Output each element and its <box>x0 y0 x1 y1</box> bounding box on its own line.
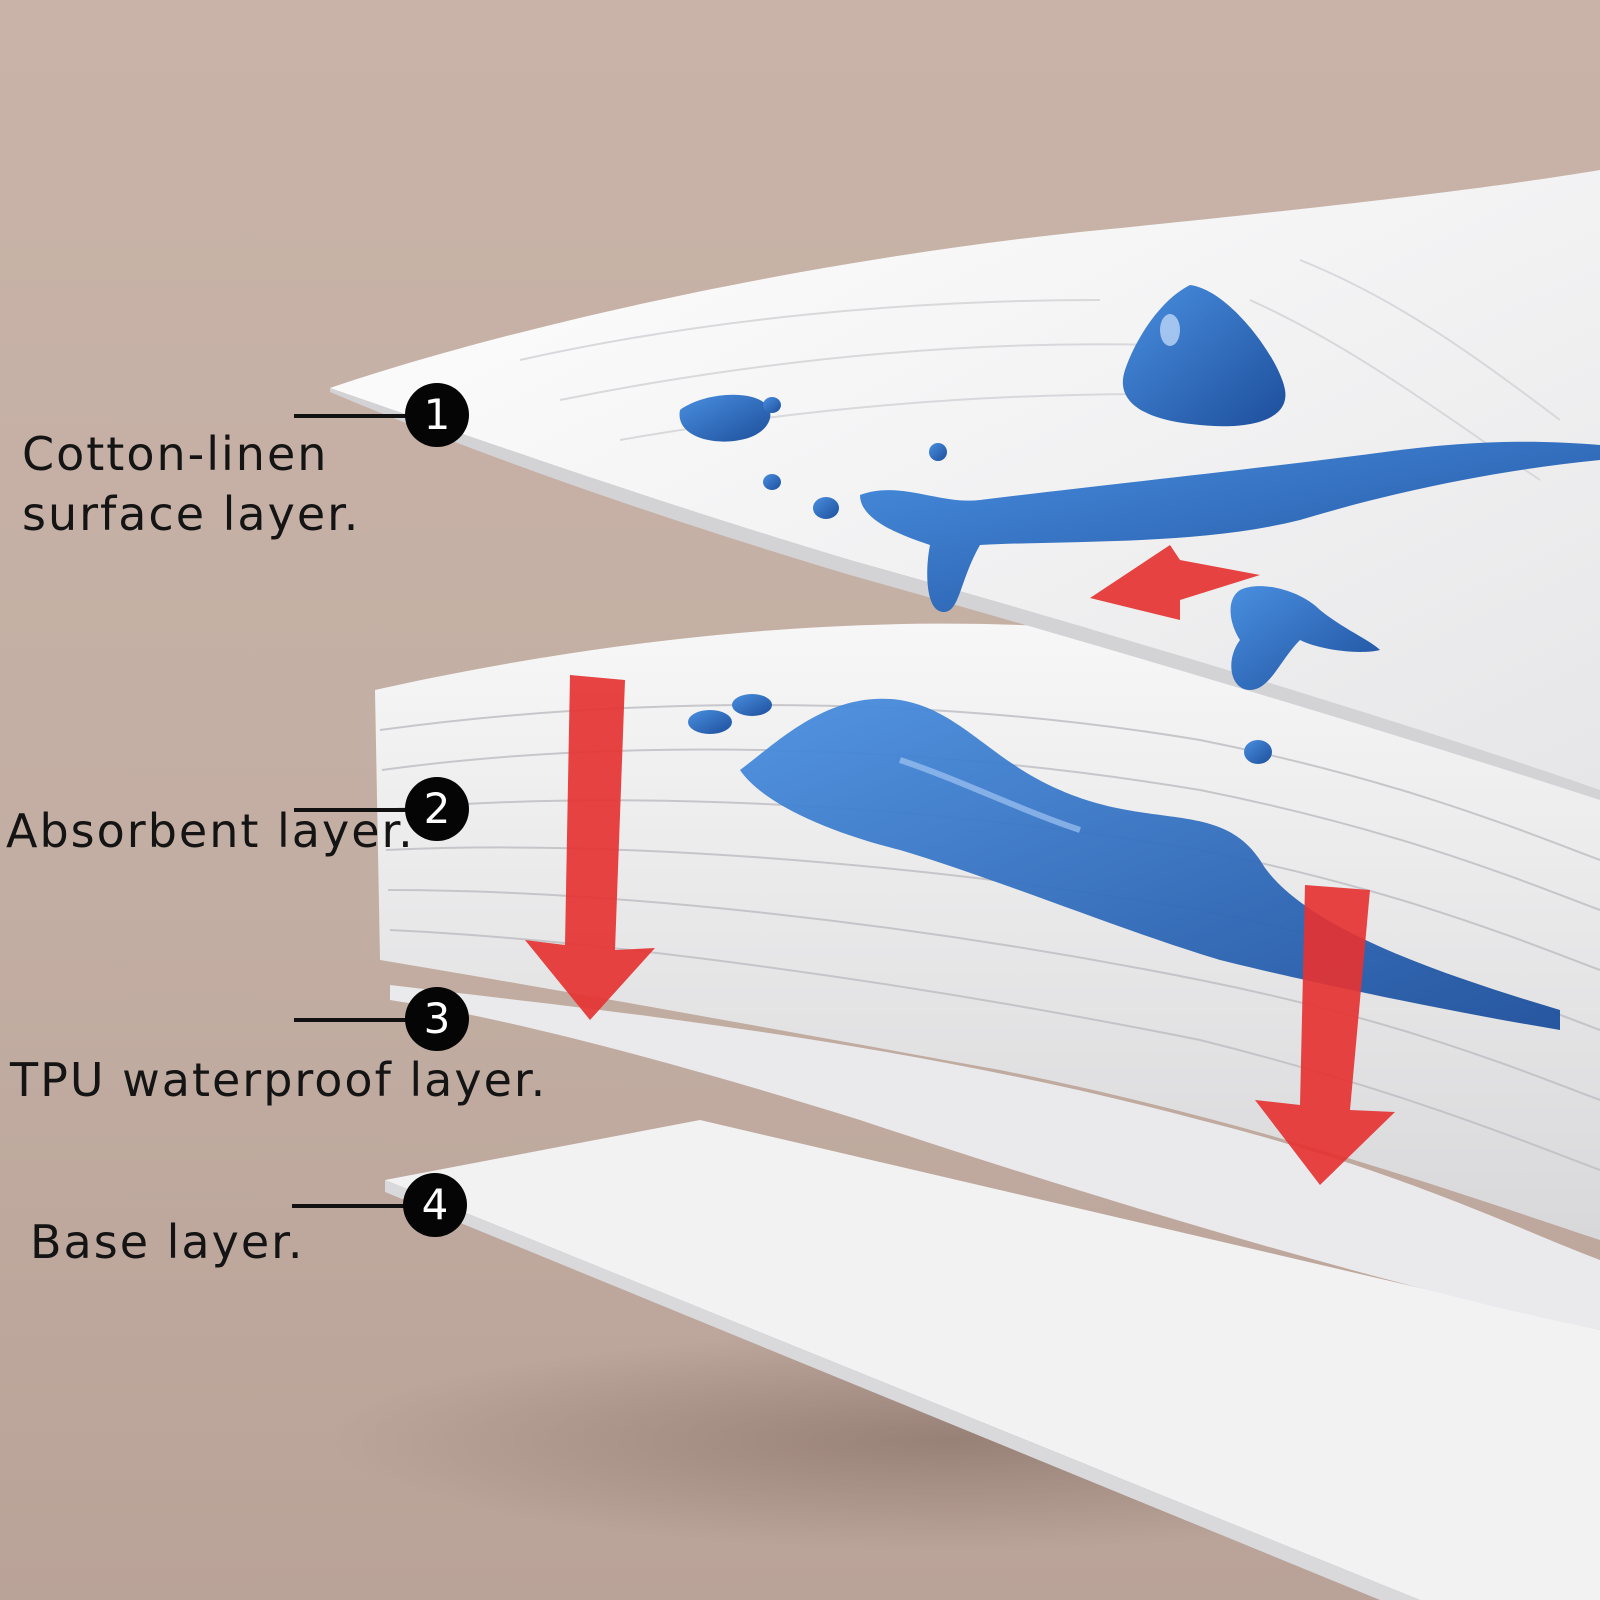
layer-1-leader-line <box>294 414 414 418</box>
tpu-layer-sheet <box>390 985 1600 1330</box>
layer-2-leader-line <box>294 808 414 812</box>
arrow-into-surface <box>1090 545 1260 620</box>
layer-1-label-line1: Cotton-linen <box>22 427 329 481</box>
layer-4-leader-line <box>292 1204 412 1208</box>
layer-4-number-badge: 4 <box>403 1173 467 1237</box>
layer-3-number-badge: 3 <box>405 987 469 1051</box>
base-layer-sheet <box>385 1120 1600 1600</box>
arrow-down-left <box>525 675 655 1020</box>
layer-3-leader-line <box>294 1018 414 1022</box>
layer-4-label: Base layer. <box>30 1215 305 1269</box>
layer-1-label-line2: surface layer. <box>22 487 361 541</box>
arrow-down-right <box>1255 885 1395 1185</box>
layer-1-number-badge: 1 <box>405 383 469 447</box>
cotton-surface-sheet <box>330 170 1600 800</box>
layer-2-number-badge: 2 <box>405 777 469 841</box>
flow-arrows <box>525 545 1395 1185</box>
layer-2-label: Absorbent layer. <box>6 804 415 858</box>
layer-3-label: TPU waterproof layer. <box>10 1053 548 1107</box>
